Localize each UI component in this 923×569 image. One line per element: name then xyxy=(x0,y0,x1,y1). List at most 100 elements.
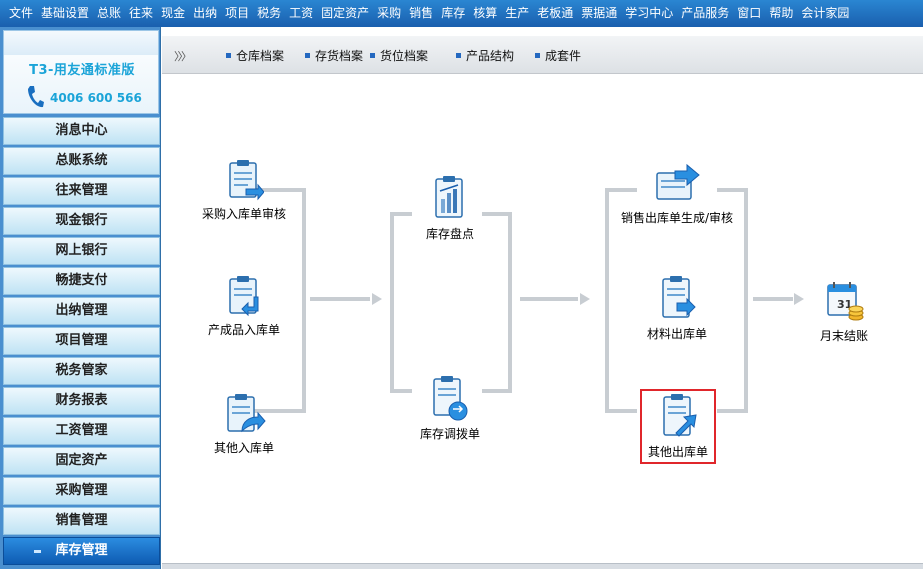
toolbar-label: 产品结构 xyxy=(466,49,515,63)
brand-box: T3-用友通标准版 4006 600 566 xyxy=(3,30,159,114)
calendar-icon: 31 xyxy=(827,282,864,321)
bullet-icon xyxy=(456,53,461,58)
nav-general-ledger[interactable]: 总账系统 xyxy=(3,147,160,175)
menu-learning[interactable]: 学习中心 xyxy=(625,6,674,20)
node-material-outbound[interactable]: 材料出库单 xyxy=(640,275,714,342)
menu-fixed-assets[interactable]: 固定资产 xyxy=(321,6,370,20)
nav-purchase[interactable]: 采购管理 xyxy=(3,477,160,505)
menu-tax[interactable]: 税务 xyxy=(257,6,282,20)
nav-online-bank[interactable]: 网上银行 xyxy=(3,237,160,265)
menu-accountant-home[interactable]: 会计家园 xyxy=(801,6,850,20)
nav-project[interactable]: 项目管理 xyxy=(3,327,160,355)
menu-cashier[interactable]: 出纳 xyxy=(193,6,218,20)
bullet-icon xyxy=(535,53,540,58)
toolbar-label: 仓库档案 xyxy=(236,49,285,63)
mid-bracket-left xyxy=(390,212,412,393)
brand-phone: 4006 600 566 xyxy=(50,91,142,105)
menu-payroll[interactable]: 工资 xyxy=(289,6,314,20)
nav-quick-pay[interactable]: 畅捷支付 xyxy=(3,267,160,295)
toolbar-kit[interactable]: 成套件 xyxy=(535,47,581,64)
transfer-icon xyxy=(433,376,468,421)
menu-cash[interactable]: 现金 xyxy=(161,6,186,20)
outbound-bracket-right xyxy=(717,188,748,413)
menu-general-ledger[interactable]: 总账 xyxy=(97,6,122,20)
node-label: 其他入库单 xyxy=(213,441,274,455)
nav-sales[interactable]: 销售管理 xyxy=(3,507,160,535)
node-label: 库存盘点 xyxy=(425,227,474,241)
nav-financial-report[interactable]: 财务报表 xyxy=(3,387,160,415)
mid-bracket-right xyxy=(482,212,512,393)
arrow-right-icon xyxy=(580,293,590,305)
active-bullet-icon xyxy=(34,550,41,553)
toolbar-label: 成套件 xyxy=(545,49,582,63)
brand-strip xyxy=(4,31,158,55)
nav-message-center[interactable]: 消息中心 xyxy=(3,117,160,145)
toolbar-collapse-icon[interactable]: 〉〉〉 xyxy=(174,50,192,63)
menu-window[interactable]: 窗口 xyxy=(737,6,762,20)
bullet-icon xyxy=(226,53,231,58)
document-out-icon xyxy=(662,276,696,318)
nav-cash-bank[interactable]: 现金银行 xyxy=(3,207,160,235)
status-strip xyxy=(162,563,923,569)
menu-inventory[interactable]: 库存 xyxy=(441,6,466,20)
toolbar-label: 货位档案 xyxy=(380,49,429,63)
node-label: 采购入库单审核 xyxy=(201,207,286,221)
menu-purchase[interactable]: 采购 xyxy=(377,6,402,20)
node-label: 销售出库单生成/审核 xyxy=(620,211,734,225)
nav-fixed-assets[interactable]: 固定资产 xyxy=(3,447,160,475)
nav-accounts[interactable]: 往来管理 xyxy=(3,177,160,205)
menu-costing[interactable]: 核算 xyxy=(473,6,498,20)
document-out-icon xyxy=(663,394,697,437)
node-label: 产成品入库单 xyxy=(207,323,280,337)
phone-icon xyxy=(28,86,44,108)
brand-title: T3-用友通标准版 xyxy=(29,63,135,78)
node-label: 库存调拨单 xyxy=(419,427,480,441)
menu-invoice[interactable]: 票据通 xyxy=(581,6,618,20)
svg-text:31: 31 xyxy=(837,298,852,311)
document-in-icon xyxy=(229,276,259,317)
stock-count-icon xyxy=(435,176,463,218)
connector-line xyxy=(753,297,793,301)
document-out-icon xyxy=(656,163,700,200)
top-menu-bar: 文件 基础设置 总账 往来 现金 出纳 项目 税务 工资 固定资产 采购 销售 … xyxy=(0,0,923,27)
nav-payroll[interactable]: 工资管理 xyxy=(3,417,160,445)
menu-accounts[interactable]: 往来 xyxy=(129,6,154,20)
node-purchase-inbound-audit[interactable]: 采购入库单审核 xyxy=(196,159,292,222)
document-in-icon xyxy=(229,160,264,201)
connector-line xyxy=(310,297,370,301)
menu-sales[interactable]: 销售 xyxy=(409,6,434,20)
menu-help[interactable]: 帮助 xyxy=(769,6,794,20)
arrow-right-icon xyxy=(794,293,804,305)
node-stock-count[interactable]: 库存盘点 xyxy=(418,175,482,242)
arrow-right-icon xyxy=(372,293,382,305)
node-sales-outbound[interactable]: 销售出库单生成/审核 xyxy=(616,163,738,226)
nav-inventory-label: 库存管理 xyxy=(55,543,108,558)
node-other-inbound[interactable]: 其他入库单 xyxy=(208,393,280,456)
menu-boss[interactable]: 老板通 xyxy=(537,6,574,20)
bullet-icon xyxy=(305,53,310,58)
bullet-icon xyxy=(370,53,375,58)
node-label: 材料出库单 xyxy=(646,327,707,341)
menu-project[interactable]: 项目 xyxy=(225,6,250,20)
nav-cashier[interactable]: 出纳管理 xyxy=(3,297,160,325)
nav-inventory[interactable]: 库存管理 xyxy=(3,537,160,565)
module-nav-list: 消息中心 总账系统 往来管理 现金银行 网上银行 畅捷支付 出纳管理 项目管理 … xyxy=(3,117,160,567)
document-in-icon xyxy=(227,394,266,433)
menu-basic-settings[interactable]: 基础设置 xyxy=(41,6,90,20)
node-month-end-close[interactable]: 31 月末结账 xyxy=(814,277,874,344)
toolbar-stock-archive[interactable]: 存货档案 xyxy=(305,47,363,64)
toolbar-warehouse-archive[interactable]: 仓库档案 xyxy=(226,47,284,64)
inventory-toolbar: 〉〉〉 仓库档案 存货档案 货位档案 产品结构 成套件 xyxy=(162,36,923,74)
node-label: 月末结账 xyxy=(819,329,868,343)
menu-production[interactable]: 生产 xyxy=(505,6,530,20)
node-stock-transfer[interactable]: 库存调拨单 xyxy=(414,375,486,442)
outbound-bracket-left xyxy=(605,188,637,413)
toolbar-product-structure[interactable]: 产品结构 xyxy=(456,47,514,64)
menu-product-service[interactable]: 产品服务 xyxy=(681,6,730,20)
toolbar-location-archive[interactable]: 货位档案 xyxy=(370,47,428,64)
node-other-outbound[interactable]: 其他出库单 xyxy=(640,389,716,464)
menu-file[interactable]: 文件 xyxy=(9,6,34,20)
nav-tax[interactable]: 税务管家 xyxy=(3,357,160,385)
inbound-bracket xyxy=(250,188,306,413)
node-finished-goods-inbound[interactable]: 产成品入库单 xyxy=(202,275,286,338)
